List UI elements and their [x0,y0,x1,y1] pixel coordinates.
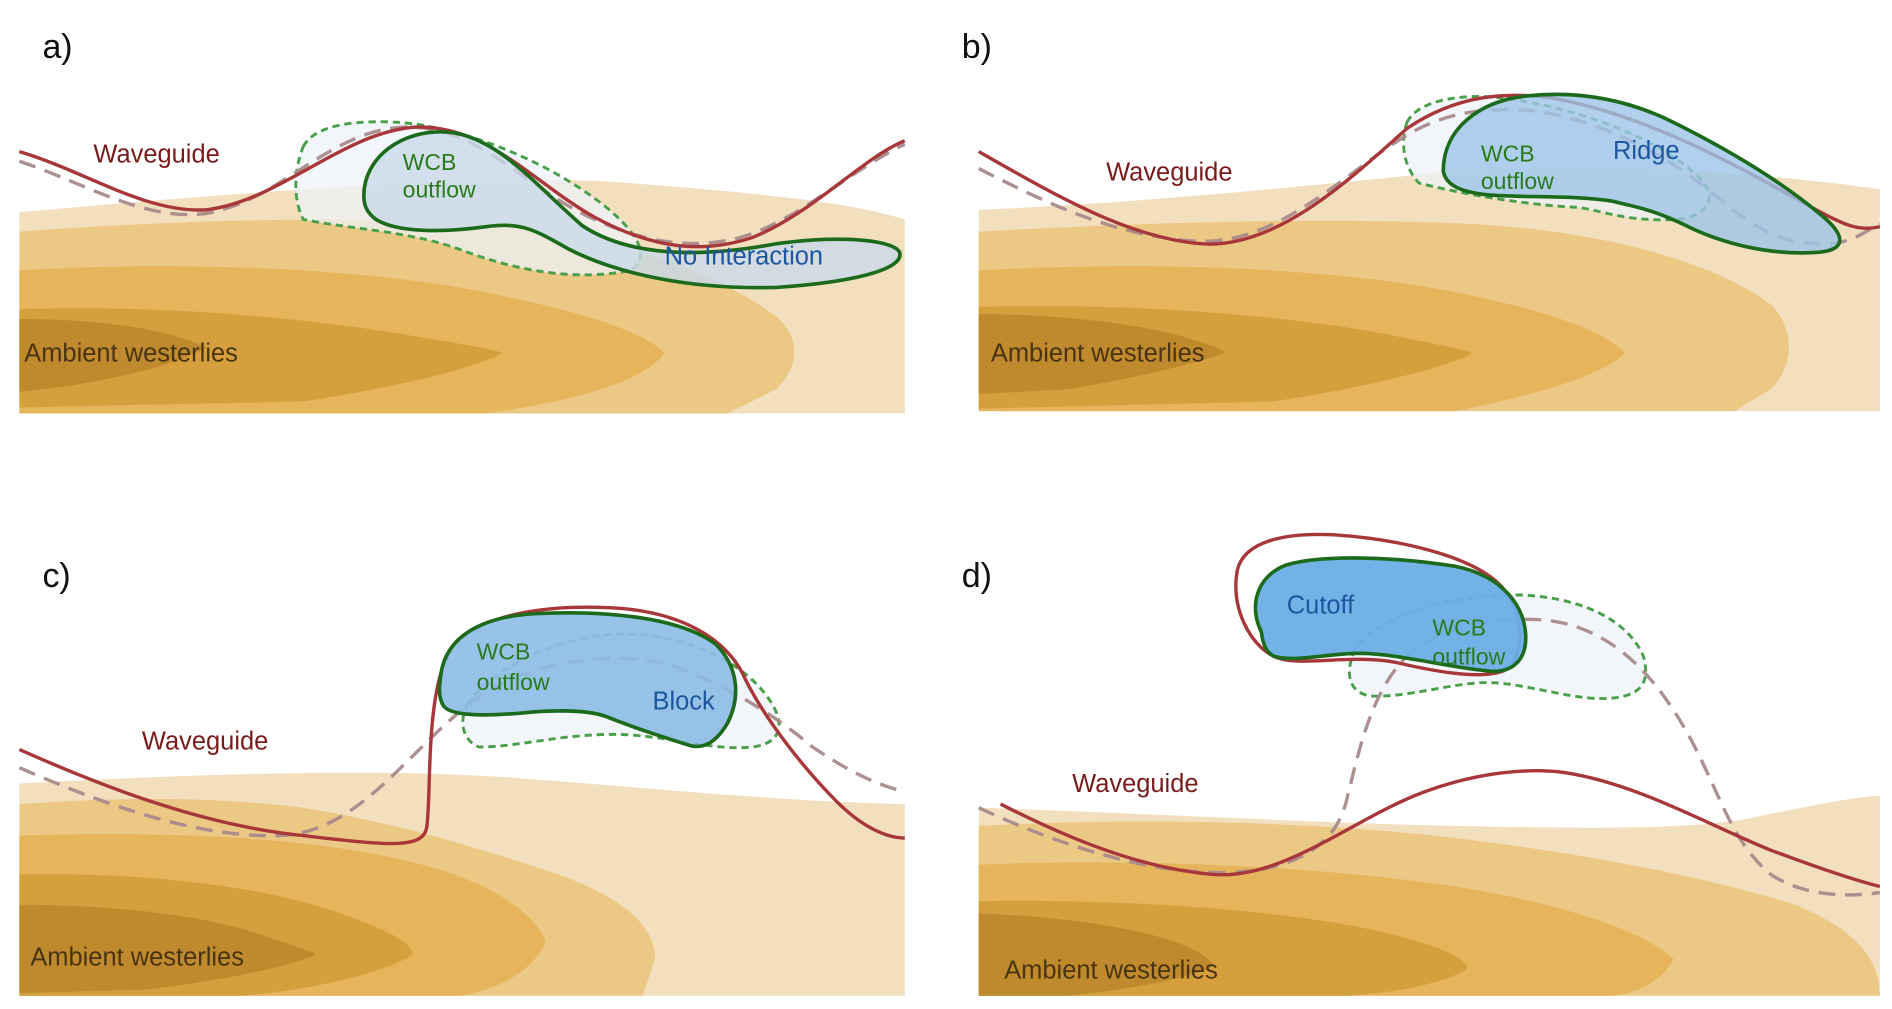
waveguide-label: Waveguide [1072,770,1198,798]
ambient-westerlies-label: Ambient westerlies [30,943,244,971]
feature-label: No Interaction [665,242,823,270]
jet-level-5 [978,913,1213,996]
waveguide-label: Waveguide [1106,159,1232,187]
panel-c: c) Waveguide WCB outflow Block Ambient w… [18,557,906,996]
wcb-label-line2: outflow [1481,168,1554,194]
feature-label: Ridge [1613,137,1680,165]
wcb-label-line2: outflow [477,669,550,695]
feature-region-no-interaction [362,130,902,290]
jet-level-5 [19,318,207,392]
ambient-westerlies-label: Ambient westerlies [991,339,1205,367]
jet-level-5 [19,904,316,994]
ambient-westerlies-jet [978,795,1880,996]
panel-label-c: c) [42,557,70,595]
panel-d: d) Waveguide Cutoff WCB outflow Ambient … [962,532,1881,996]
ambient-westerlies-label: Ambient westerlies [1004,957,1218,985]
panel-b: b) Waveguide WCB outflow Ridge Ambient w… [962,28,1881,412]
panel-label-d: d) [962,557,992,595]
feature-region-block [437,610,738,749]
wcb-label: WCB [403,149,457,175]
ambient-westerlies-jet [19,772,905,996]
panel-a: a) Waveguide WCB outflow No Interaction … [18,28,906,414]
feature-label: Block [652,687,715,715]
waveguide-line [999,769,1881,889]
jet-level-5 [978,314,1225,395]
feature-region-ridge [1441,92,1842,255]
panel-label-b: b) [962,28,992,66]
feature-region-cutoff [1253,556,1528,674]
ambient-westerlies-jet [978,167,1880,412]
wcb-label-line2: outflow [1432,644,1505,670]
waveguide-label: Waveguide [93,140,219,168]
waveguide-label: Waveguide [142,727,268,755]
ambient-westerlies-label: Ambient westerlies [24,339,238,367]
panel-label-a: a) [42,28,72,66]
wcb-label-line2: outflow [403,177,476,203]
wcb-label: WCB [1432,614,1486,640]
wcb-label: WCB [1481,140,1535,166]
feature-label: Cutoff [1287,592,1355,620]
wcb-label: WCB [477,639,531,665]
